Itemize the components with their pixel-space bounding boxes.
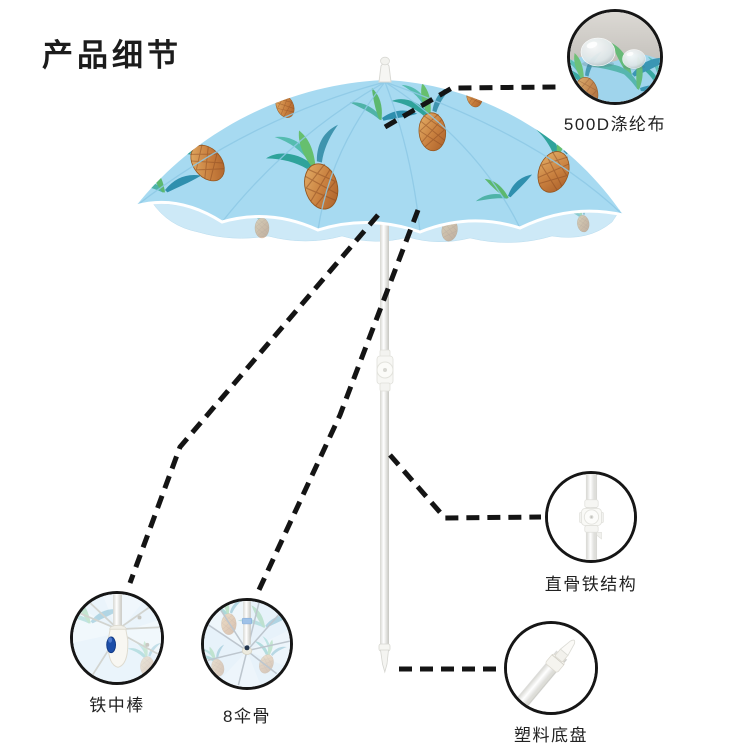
callout-line-center-pole	[127, 213, 380, 584]
ribs-detail-circle	[201, 598, 293, 690]
page-title: 产品细节	[42, 38, 182, 73]
center-pole-hub-photo	[73, 594, 161, 682]
base-detail-circle	[504, 621, 598, 715]
umbrella-finial	[378, 62, 392, 83]
rib-structure-detail-circle	[545, 471, 637, 563]
fabric-detail-circle	[567, 9, 663, 105]
callout-label-fabric: 500D涤纶布	[563, 115, 667, 134]
center-pole-detail-circle	[70, 591, 164, 685]
callout-rib-structure: 直骨铁结构	[545, 471, 637, 594]
canopy-panel-seams	[135, 81, 624, 233]
pole-joint-photo	[548, 474, 634, 560]
water-droplet-fabric-photo	[570, 12, 660, 102]
pole-ground-tip	[380, 649, 389, 674]
callout-lines	[127, 84, 561, 672]
callout-label-center-pole: 铁中棒	[89, 696, 145, 715]
callout-ribs: 8伞骨	[201, 598, 293, 726]
pole-tilt-joint	[376, 349, 394, 392]
umbrella-pole	[378, 208, 391, 674]
callout-label-base: 塑料底盘	[514, 726, 588, 745]
callout-base: 塑料底盘	[504, 621, 598, 745]
umbrella-canopy	[134, 56, 625, 234]
callout-fabric: 500D涤纶布	[564, 9, 665, 134]
eight-ribs-underside-photo	[204, 601, 290, 687]
callout-line-ribs	[255, 209, 421, 594]
callout-line-fabric	[383, 84, 561, 130]
plastic-base-tip-photo	[507, 624, 595, 712]
callout-center-pole: 铁中棒	[70, 591, 164, 715]
callout-line-rib-structure	[388, 453, 542, 521]
callout-label-ribs: 8伞骨	[223, 707, 271, 726]
callout-label-rib-structure: 直骨铁结构	[544, 575, 638, 594]
